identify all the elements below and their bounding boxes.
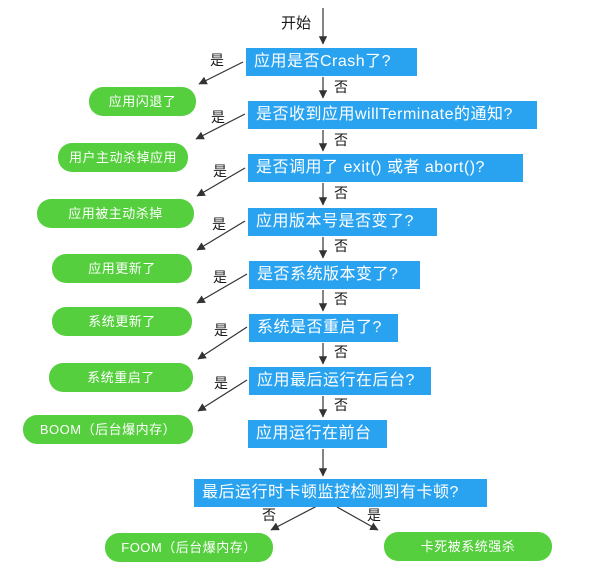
edge-label-no-4: 否 [334,238,348,254]
arrow-q2-yes [195,113,246,140]
edge-label-yes-8: 是 [367,507,381,523]
node-question-os-version-changed: 是否系统版本变了? [249,261,420,289]
edge-label-yes-2: 是 [211,109,225,125]
edge-label-no-8: 否 [262,507,276,523]
node-outcome-foom-background-oom: FOOM（后台爆内存） [105,533,273,562]
arrow-q6-yes [197,326,248,360]
node-outcome-app-updated: 应用更新了 [52,254,192,283]
edge-label-no-2: 否 [334,132,348,148]
node-outcome-system-updated: 系统更新了 [52,307,192,336]
arrow-q5-yes [196,273,248,304]
node-question-last-run-background: 应用最后运行在后台? [249,367,431,395]
node-app-running-foreground: 应用运行在前台 [248,420,387,448]
node-outcome-app-flash-quit: 应用闪退了 [89,87,196,116]
node-question-system-rebooted: 系统是否重启了? [249,314,398,342]
arrow-q7-yes [197,379,248,412]
edge-label-no-6: 否 [334,344,348,360]
edge-label-no-1: 否 [334,79,348,95]
node-outcome-app-killed-actively: 应用被主动杀掉 [37,199,194,228]
edge-label-no-5: 否 [334,291,348,307]
arrow-q3-yes [196,167,246,197]
edge-label-yes-6: 是 [214,322,228,338]
edge-label-yes-1: 是 [210,52,224,68]
node-question-exit-abort: 是否调用了 exit() 或者 abort()? [248,154,523,182]
start-label: 开始 [281,15,312,32]
edge-label-no-3: 否 [334,185,348,201]
edge-label-no-7: 否 [334,397,348,413]
node-question-app-version-changed: 应用版本号是否变了? [248,208,437,236]
edge-label-yes-4: 是 [212,216,226,232]
arrow-q9-no [270,505,318,531]
edge-label-yes-5: 是 [213,269,227,285]
node-outcome-system-rebooted: 系统重启了 [49,363,193,392]
edge-label-yes-3: 是 [213,163,227,179]
node-question-stuck-detected: 最后运行时卡顿监控检测到有卡顿? [194,479,487,507]
arrow-q9-yes [336,506,379,531]
node-question-app-crash: 应用是否Crash了? [246,48,417,76]
arrow-q4-yes [196,220,246,251]
node-question-will-terminate: 是否收到应用willTerminate的通知? [248,101,537,129]
edge-label-yes-7: 是 [214,375,228,391]
node-outcome-user-killed-app: 用户主动杀掉应用 [58,143,188,172]
arrow-q1-yes [198,61,244,85]
node-outcome-boom-background-oom: BOOM（后台爆内存） [23,415,193,444]
node-outcome-killed-by-watchdog: 卡死被系统强杀 [384,532,552,561]
